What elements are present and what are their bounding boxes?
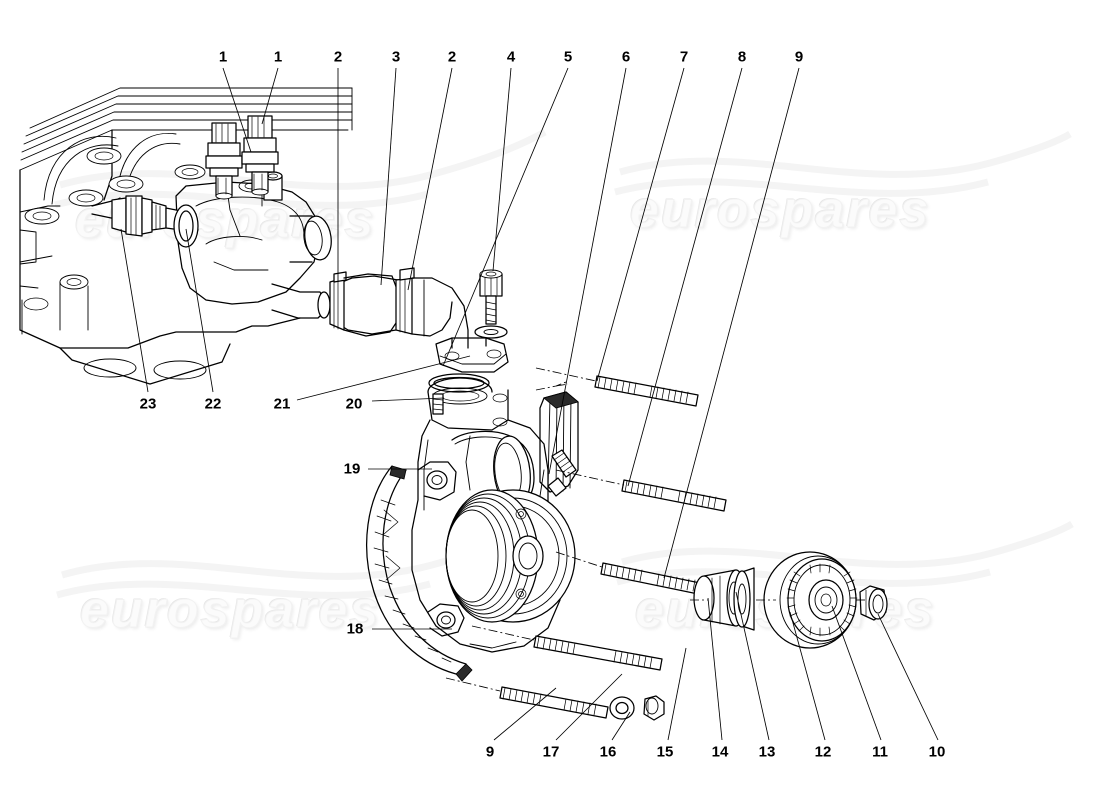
coolant-hose-assembly	[329, 267, 509, 373]
part-1-sensor-right	[241, 115, 279, 196]
callout-number: 11	[872, 743, 888, 761]
callout-number: 8	[737, 48, 747, 66]
callout-number: 18	[346, 620, 364, 638]
part-7-stud	[535, 367, 699, 407]
callout-number: 21	[273, 395, 291, 413]
part-8-stud	[555, 469, 727, 512]
engine-block-casting	[19, 87, 353, 385]
callout-number: 14	[711, 743, 729, 761]
part-10-nut	[859, 585, 888, 621]
part-16-nut	[643, 695, 665, 721]
callout-number: 1	[273, 48, 283, 66]
assembly-centrelines	[555, 383, 866, 601]
leader-lines	[120, 67, 939, 741]
part-9-stud-lower	[445, 677, 609, 719]
part-6-belt-guide	[535, 381, 579, 493]
callout-number: 3	[391, 48, 401, 66]
callout-number: 19	[343, 460, 361, 478]
part-22-seal-ring	[173, 204, 199, 248]
callout-number: 22	[204, 395, 222, 413]
callout-number: 13	[758, 743, 776, 761]
callout-number: 23	[139, 395, 157, 413]
callout-number: 17	[542, 743, 560, 761]
part-5-short-stud	[547, 449, 577, 497]
callout-number: 7	[679, 48, 689, 66]
callout-number: 1	[218, 48, 228, 66]
callout-number: 16	[599, 743, 617, 761]
part-13-collar	[733, 567, 755, 631]
callout-number: 9	[794, 48, 804, 66]
part-4-bolt-and-washer	[474, 269, 508, 339]
callout-number: 10	[928, 743, 946, 761]
callout-number: 6	[621, 48, 631, 66]
part-1-sensor-left	[205, 122, 243, 200]
part-17-washer	[609, 696, 635, 720]
part-12-tensioner-pulley	[763, 551, 858, 649]
part-9-stud-upper	[555, 551, 706, 596]
part-19-water-pump-body	[411, 377, 563, 653]
part-20-o-ring	[428, 373, 490, 393]
part-15-long-stud	[471, 625, 663, 671]
callout-number: 9	[485, 743, 495, 761]
callout-number: 20	[345, 395, 363, 413]
water-pump-pulley	[445, 489, 576, 623]
callout-number: 4	[506, 48, 516, 66]
callout-number: 12	[814, 743, 832, 761]
callout-number: 2	[333, 48, 343, 66]
callout-number: 5	[563, 48, 573, 66]
callout-number: 15	[656, 743, 674, 761]
callout-number: 2	[447, 48, 457, 66]
